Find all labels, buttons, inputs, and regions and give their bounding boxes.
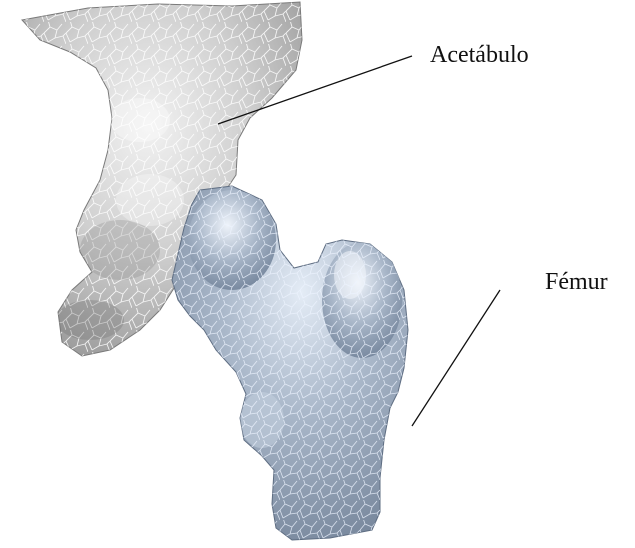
acetabulo-label: Acetábulo [430,43,529,67]
femur-mesh [160,180,420,548]
femur-label: Fémur [545,270,608,294]
femur-leader-line [412,290,500,426]
femur-model [160,180,420,548]
